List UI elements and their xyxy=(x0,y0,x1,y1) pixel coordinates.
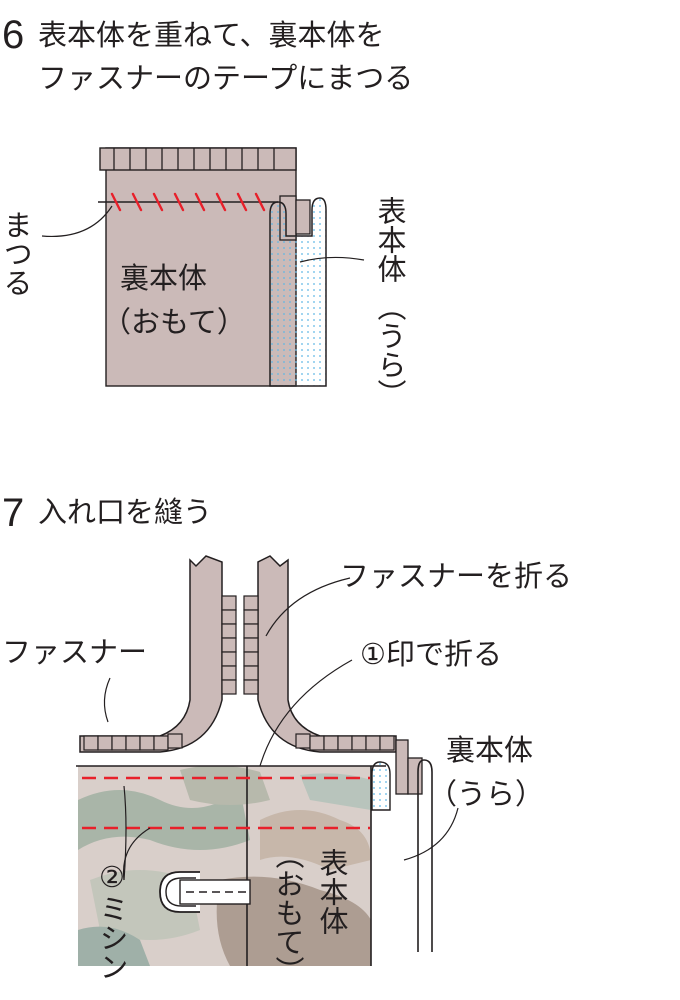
step7-label-omote-group: 表本体 （おもて） xyxy=(271,840,349,985)
step7-illustration xyxy=(76,555,459,966)
step6-zipper-end-2 xyxy=(295,199,311,235)
step7-zipper-left xyxy=(79,555,223,753)
step6-ura-hontai-panel xyxy=(105,147,297,387)
step6-label-omote-paren: （おもて） xyxy=(102,305,246,339)
step6-label-ura-paren: （うら） xyxy=(373,292,407,408)
step7-label-fold-mark: ①印で折る xyxy=(360,637,502,671)
step7-label-omote-hontai: 表本体 xyxy=(315,848,349,935)
step7-label-omote-paren: （おもて） xyxy=(271,840,305,985)
step7-label-fastener-fold: ファスナーを折る xyxy=(340,559,572,593)
step6-label-omote-hontai: 表本体 xyxy=(373,196,407,283)
step7-zipper-end-tab xyxy=(395,739,409,795)
step7-zipper-slider xyxy=(159,871,251,913)
step6-leader-omote xyxy=(299,256,365,263)
step7-omote-sliver xyxy=(371,761,391,811)
step7-zipper-teeth xyxy=(83,595,395,751)
step7-leader-fold-mark xyxy=(259,659,353,767)
step7-label-ura-paren: （うら） xyxy=(428,777,544,811)
step7-label-sewing: ②ミシン xyxy=(95,860,129,981)
step7-camo-fabric xyxy=(78,766,371,966)
step7-label-ura-hontai: 裏本体 xyxy=(446,733,533,767)
step7-leader-fastener-fold xyxy=(265,577,351,637)
step6-zipper-tape xyxy=(99,147,297,171)
step7-leader-sewing-2 xyxy=(122,827,151,881)
step6-heading: 6 表本体を重ねて、裏本体を ファスナーのテープにまつる xyxy=(2,13,413,95)
step6-leader-matsuru xyxy=(41,205,113,238)
step7-number: 7 xyxy=(2,491,24,535)
step6-number: 6 xyxy=(2,13,24,57)
step6-title-line2: ファスナーのテープにまつる xyxy=(38,61,413,95)
step7-ura-hontai-outline xyxy=(417,759,433,952)
step6-label-omote-hontai-group: 表本体 （うら） xyxy=(373,196,407,408)
step6-omote-hontai-panel xyxy=(269,197,327,387)
step7-leader-sewing xyxy=(123,785,127,881)
step7-zipper-right xyxy=(257,555,397,753)
step6-zipper-teeth xyxy=(113,148,275,170)
step7-heading: 7 入れ口を縫う xyxy=(2,491,212,535)
step6-label-matsuru: まつる xyxy=(0,210,33,297)
step7-title: 入れ口を縫う xyxy=(38,495,212,529)
step7-label-fastener: ファスナー xyxy=(2,635,147,669)
step7-leader-ura-hontai xyxy=(403,807,459,861)
step7-leader-fastener xyxy=(103,677,111,723)
step6-label-ura-hontai: 裏本体 xyxy=(120,261,207,295)
step6-label-matsuru-text: まつる xyxy=(0,210,33,297)
step6-illustration xyxy=(41,147,365,387)
step6-whip-stitches xyxy=(110,192,266,212)
step6-title-line1: 表本体を重ねて、裏本体を xyxy=(38,18,385,52)
